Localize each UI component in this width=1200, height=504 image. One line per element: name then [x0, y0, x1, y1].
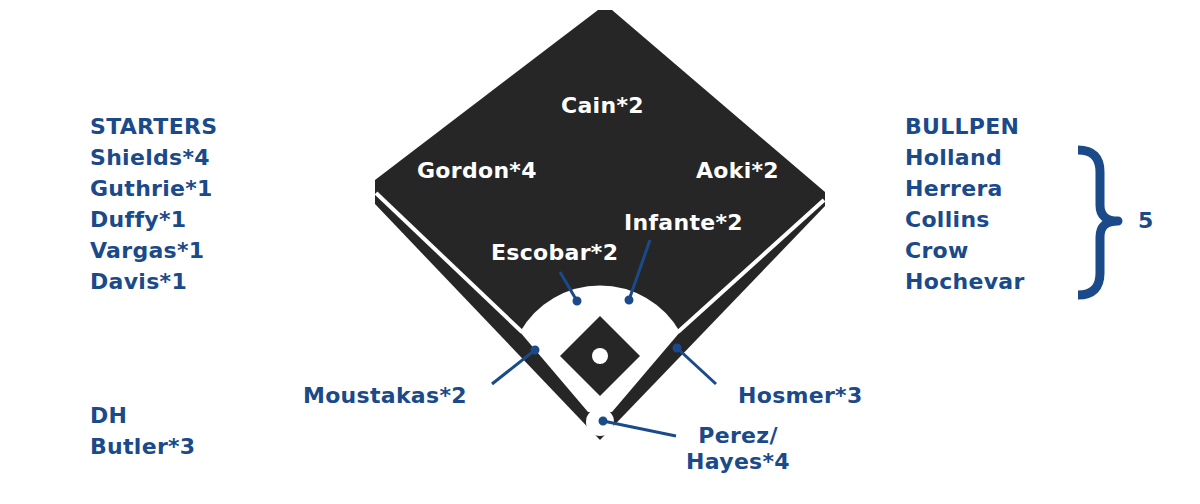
leader-dot [574, 298, 580, 304]
leader-line [560, 272, 577, 301]
player-name: Shields*4 [90, 145, 210, 171]
player-name: Hosmer*3 [738, 383, 863, 409]
leader-line [629, 240, 650, 300]
player-name: Hochevar [905, 269, 1025, 295]
player-name: Cain*2 [561, 93, 644, 119]
leader-dot [532, 347, 538, 353]
leader-line [492, 350, 535, 384]
player-name: Holland [905, 145, 1002, 171]
player-name: Herrera [905, 176, 1003, 202]
leader-dot [674, 345, 680, 351]
leader-dot [626, 297, 632, 303]
leader-line [677, 348, 716, 384]
bracket [1078, 150, 1118, 295]
leader-dot [600, 418, 606, 424]
count-number: 5 [1138, 208, 1154, 234]
player-name: Perez/ Hayes*4 [679, 423, 797, 475]
player-name: Escobar*2 [491, 240, 618, 266]
player-name: Davis*1 [90, 269, 187, 295]
ballfield [375, 10, 825, 440]
player-name: Moustakas*2 [303, 383, 467, 409]
player-name: Butler*3 [90, 434, 195, 460]
player-name: Collins [905, 207, 990, 233]
section-heading: BULLPEN [905, 114, 1019, 140]
player-name: Guthrie*1 [90, 176, 213, 202]
pitchers-mound [592, 348, 608, 364]
player-name: Vargas*1 [90, 238, 204, 264]
player-name: Infante*2 [624, 210, 743, 236]
player-name: Gordon*4 [417, 158, 537, 184]
leader-line [603, 421, 676, 436]
infield-diamond [560, 316, 640, 396]
section-heading: STARTERS [90, 114, 217, 140]
player-name: Aoki*2 [696, 158, 779, 184]
section-heading: DH [90, 403, 127, 429]
player-name: Duffy*1 [90, 207, 186, 233]
player-name: Crow [905, 238, 969, 264]
infield-dirt [520, 285, 680, 412]
